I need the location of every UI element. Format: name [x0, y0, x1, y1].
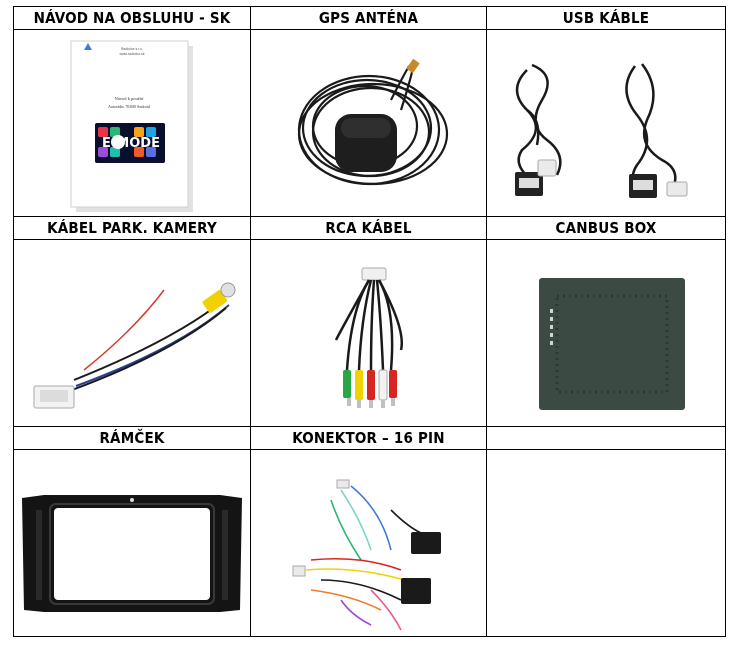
cell-frame [13, 449, 251, 637]
camera-cable-photo [33, 282, 236, 409]
header-canbus-box: CANBUS BOX [486, 216, 726, 240]
cell-manual: Radiolux s.r.o. www.radiolux.sk Návod k … [13, 29, 251, 217]
frame-photo [22, 495, 242, 612]
cell-camera-cable [13, 239, 251, 427]
header-rca-cable: RCA KÁBEL [250, 216, 487, 240]
manual-thumbnail: Radiolux s.r.o. www.radiolux.sk Návod k … [70, 40, 193, 212]
accessories-table: NÁVOD NA OBSLUHU - SK GPS ANTÉNA USB KÁB… [13, 6, 726, 637]
gps-antenna-photo [297, 58, 449, 186]
header-frame: RÁMČEK [13, 426, 251, 450]
cell-usb-cables [486, 29, 726, 217]
canbus-box-photo [539, 278, 685, 410]
usb-cables-photo [515, 63, 688, 198]
manual-logo: E-MODE [102, 136, 160, 151]
header-connector: KONEKTOR – 16 PIN [250, 426, 487, 450]
rca-cable-photo [334, 267, 403, 408]
header-empty [486, 426, 726, 450]
manual-header-line1: Radiolux s.r.o. [121, 47, 143, 51]
cell-connector [250, 449, 487, 637]
header-camera-cable: KÁBEL PARK. KAMERY [13, 216, 251, 240]
cell-empty [486, 449, 726, 637]
manual-title: Návod k použití [115, 96, 145, 101]
cell-gps-antenna [250, 29, 487, 217]
header-manual: NÁVOD NA OBSLUHU - SK [13, 6, 251, 30]
header-usb-cables: USB KÁBLE [486, 6, 726, 30]
manual-header-line2: www.radiolux.sk [119, 52, 144, 56]
connector-harness-photo [292, 479, 441, 631]
header-gps-antenna: GPS ANTÉNA [250, 6, 487, 30]
manual-subtitle: Autorádio 7026B Android [108, 104, 150, 109]
cell-canbus-box [486, 239, 726, 427]
cell-rca-cable [250, 239, 487, 427]
